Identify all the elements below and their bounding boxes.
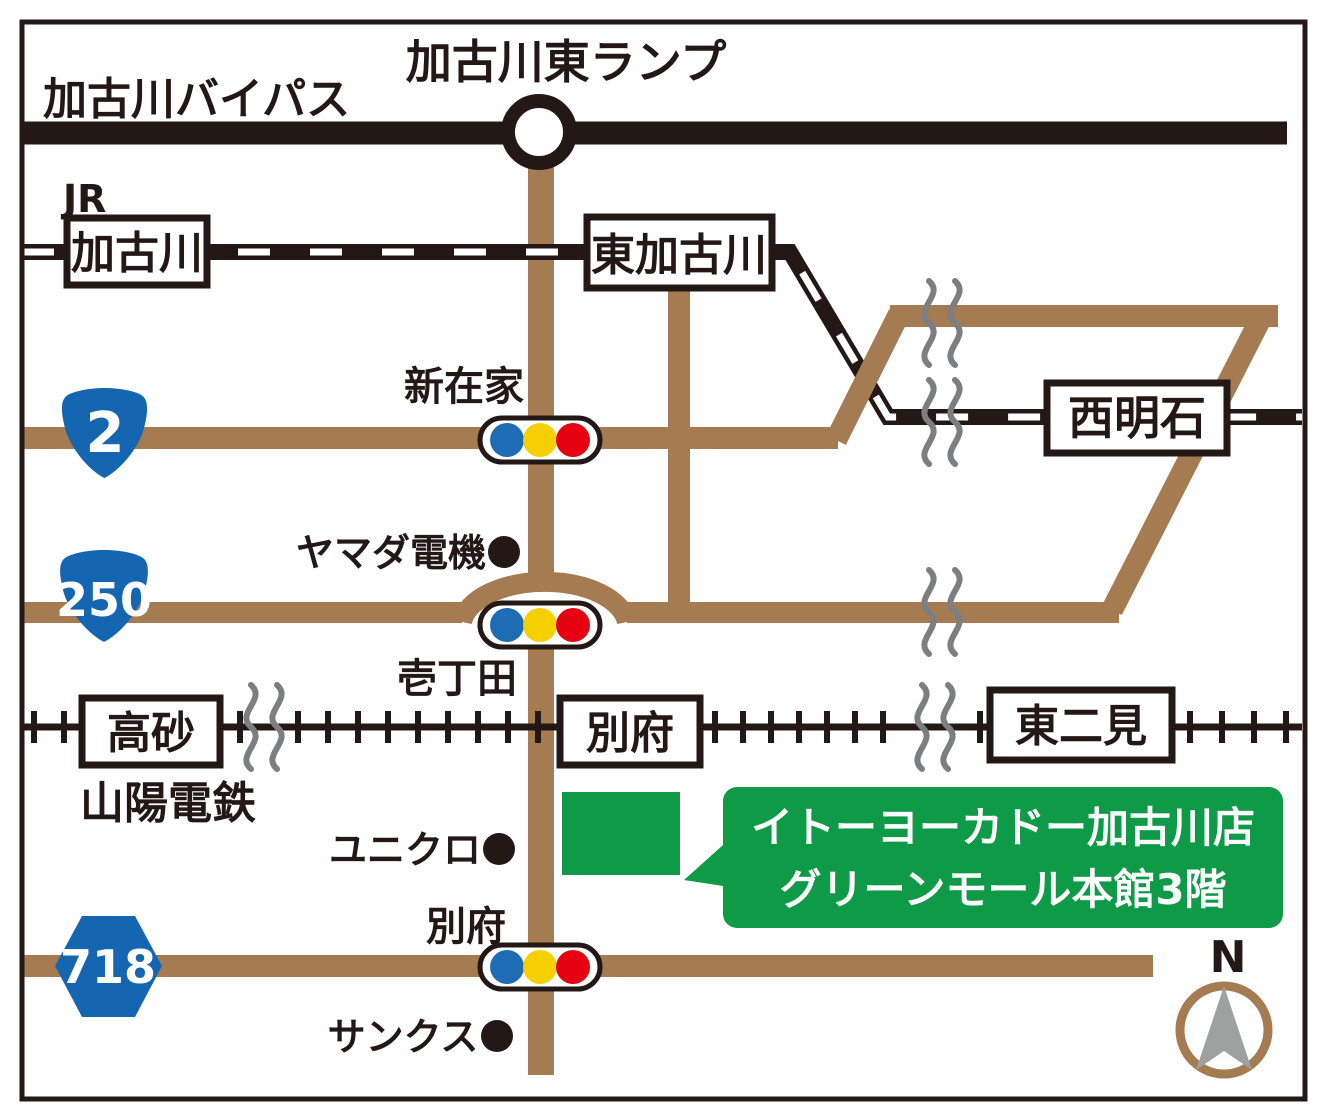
break-squiggles xyxy=(243,278,963,772)
route2-road xyxy=(22,427,838,449)
route250-shield: 250 xyxy=(56,550,152,642)
intersection-label-shinzaike: 新在家 xyxy=(404,364,524,410)
station-label-kakogawa: 加古川 xyxy=(71,228,203,279)
squiggle xyxy=(269,682,285,772)
compass-north-label: N xyxy=(1210,932,1247,983)
north-arrow-icon xyxy=(1196,986,1252,1070)
upper-right-roads xyxy=(826,305,1278,616)
station-label-befu: 別府 xyxy=(586,708,674,759)
sunkus-dot xyxy=(481,1020,513,1052)
signal-red-light xyxy=(556,950,590,984)
labels: 加古川東ランプ 加古川バイパス JR 加古川 東加古川 西明石 高砂 別府 東二… xyxy=(43,35,1206,1059)
route-shield-shape xyxy=(60,550,148,642)
map-border xyxy=(19,19,1308,1102)
yamada-denki-dot xyxy=(488,536,520,568)
signal-yellow-light xyxy=(523,950,557,984)
bypass xyxy=(22,94,1287,170)
signal-yellow-light xyxy=(523,608,557,642)
signal-blue-light xyxy=(490,950,524,984)
station-boxes xyxy=(63,213,1231,769)
callout-tail xyxy=(684,845,723,886)
route2-number: 2 xyxy=(86,401,125,466)
signal-yellow-light xyxy=(523,423,557,457)
squiggle xyxy=(243,682,259,772)
station-box-higashi-futami xyxy=(986,686,1176,764)
route2-shield: 2 xyxy=(61,387,148,479)
destination-marker: イトーヨーカドー加古川店 グリーンモール本館3階 xyxy=(562,787,1283,928)
intersection-label-itchoda: 壱丁田 xyxy=(397,656,517,702)
uniqlo-dot xyxy=(483,833,515,865)
station-label-takasago: 高砂 xyxy=(107,708,195,759)
station-box-kakogawa xyxy=(63,214,211,289)
station-label-higashi-kakogawa: 東加古川 xyxy=(591,230,767,281)
squiggle xyxy=(914,682,930,772)
ramp-label: 加古川東ランプ xyxy=(406,35,727,89)
landmark-label-yamada: ヤマダ電機 xyxy=(296,531,486,575)
station-label-nishi-akashi: 西明石 xyxy=(1068,391,1206,445)
compass: N xyxy=(1175,932,1273,1079)
ramp-interchange-circle xyxy=(501,94,577,170)
destination-line1: イトーヨーカドー加古川店 xyxy=(751,803,1255,852)
landmark-label-sunkus: サンクス xyxy=(328,1015,479,1059)
route718-number: 718 xyxy=(60,940,156,994)
route250-road-east xyxy=(627,602,1119,623)
route250-number: 250 xyxy=(56,573,152,627)
route2-diagonal xyxy=(826,309,909,445)
north-east-road xyxy=(890,305,1278,327)
store-building-square xyxy=(562,792,680,875)
signal-red-light xyxy=(556,608,590,642)
squiggle xyxy=(947,377,963,467)
callout-bubble xyxy=(723,787,1283,928)
traffic-signal-befu xyxy=(477,942,603,992)
squiggle xyxy=(940,682,956,772)
traffic-signal-itchoda xyxy=(477,600,603,650)
squiggle xyxy=(921,377,937,467)
intersection-label-befu: 別府 xyxy=(426,904,506,950)
route-shield-shape xyxy=(61,387,148,479)
traffic-signal-shinzaike xyxy=(477,415,603,465)
bypass-label: 加古川バイパス xyxy=(43,74,350,125)
jr-label: JR xyxy=(60,177,106,221)
station-box-befu xyxy=(556,694,704,769)
route-hexagon-shape xyxy=(55,916,162,1017)
destination-line2: グリーンモール本館3階 xyxy=(779,865,1226,914)
signal-red-light xyxy=(556,423,590,457)
east-diagonal-road xyxy=(1102,314,1270,616)
station-box-higashi-kakogawa xyxy=(583,213,776,292)
sanyo-crossties xyxy=(31,711,1289,743)
landmark-label-uniqlo: ユニクロ xyxy=(329,828,481,872)
higashikakogawa-vertical-road xyxy=(668,288,690,623)
squiggle xyxy=(947,278,963,368)
route718-shield: 718 xyxy=(55,916,162,1017)
squiggle xyxy=(921,567,937,657)
squiggle xyxy=(921,278,937,368)
station-box-takasago xyxy=(78,694,224,769)
squiggle xyxy=(947,567,963,657)
signal-blue-light xyxy=(490,608,524,642)
station-label-higashi-futami: 東二見 xyxy=(1015,701,1147,752)
signal-blue-light xyxy=(490,423,524,457)
sanyo-railway-label: 山陽電鉄 xyxy=(80,778,256,829)
station-box-nishi-akashi xyxy=(1043,379,1231,457)
